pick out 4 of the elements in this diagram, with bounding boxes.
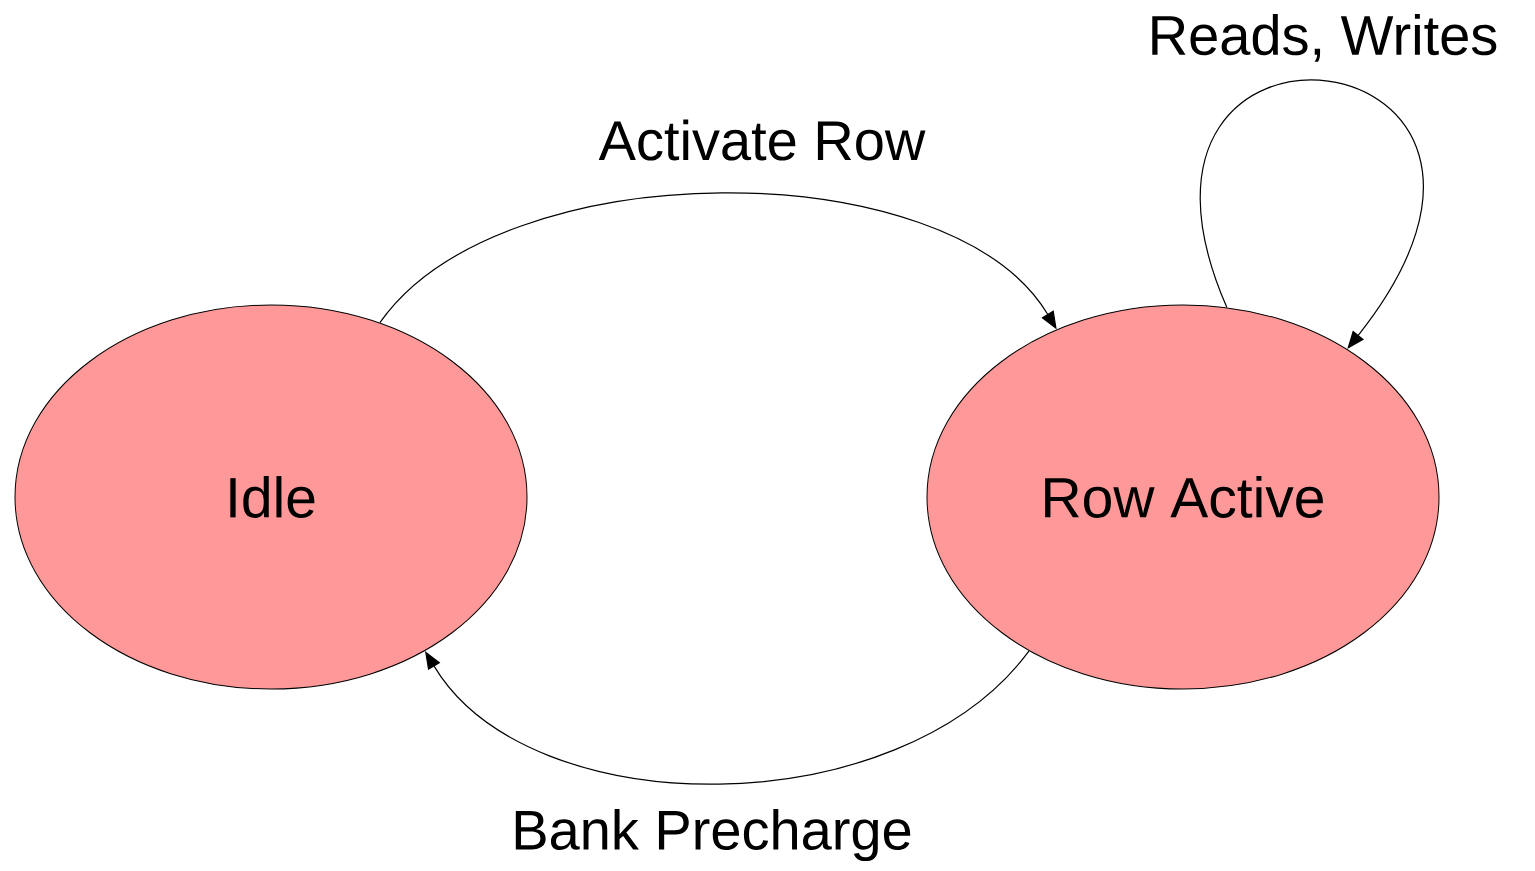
edge-label: Bank Precharge [509,806,915,864]
edge-label: Activate Row [596,117,928,163]
edge-label: Reads, Writes [1145,12,1501,64]
arrow [425,650,1030,785]
